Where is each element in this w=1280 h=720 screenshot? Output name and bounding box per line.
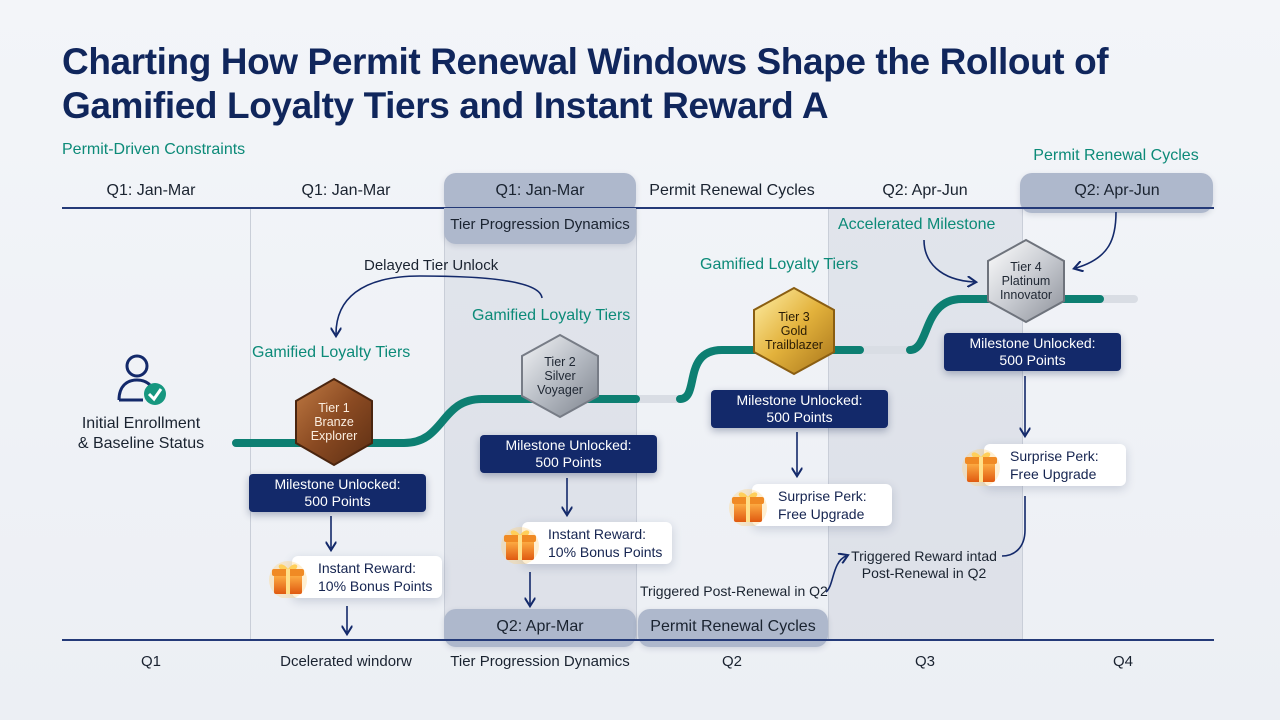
page-title: Charting How Permit Renewal Windows Shap… <box>62 41 1109 126</box>
enrollment-line1: Initial Enrollment <box>81 415 201 432</box>
tier-3-line3: Trailblazer <box>765 338 823 352</box>
top-axis-line <box>62 207 1214 209</box>
user-check-icon <box>117 354 166 405</box>
tier-4-badge: Tier 4 Platinum Innovator <box>986 238 1066 324</box>
milestone-1-line2: 500 Points <box>304 493 371 509</box>
tier-1-line3: Explorer <box>310 429 358 443</box>
gift-icon <box>962 449 1000 486</box>
bottom-axis-label-4: Q2 <box>721 653 743 670</box>
tier-2-line3: Voyager <box>537 383 583 397</box>
permit-renewal-cycles-label: Permit Renewal Cycles <box>1033 147 1199 164</box>
delayed-unlock-arrow <box>336 275 543 334</box>
bottom-axis-label-6: Q4 <box>1112 653 1134 670</box>
reward-3-line1: Surprise Perk: <box>778 488 867 504</box>
reward-box-2: Instant Reward: 10% Bonus Points <box>522 522 672 564</box>
milestone-4-line1: Milestone Unlocked: <box>969 335 1096 351</box>
milestone-3-line1: Milestone Unlocked: <box>736 392 863 408</box>
bottom-axis-label-3: Tier Progression Dynamics <box>450 653 630 670</box>
top-axis-label-4: Permit Renewal Cycles <box>649 182 815 199</box>
milestone-3-line2: 500 Points <box>766 409 833 425</box>
band-q1-highlight <box>444 208 636 640</box>
triggered-arrow-left <box>825 556 846 593</box>
reward-4-line2: Free Upgrade <box>1010 466 1097 482</box>
top-pill-q1 <box>444 173 636 213</box>
triggered-post-renewal-label: Triggered Post-Renewal in Q2 <box>640 583 828 599</box>
accelerated-arrow-right <box>1076 211 1117 268</box>
tier-1-line1: Tier 1 <box>318 401 350 415</box>
reward-box-4: Surprise Perk: Free Upgrade <box>984 444 1126 486</box>
top-axis-label-2: Q1: Jan-Mar <box>301 182 391 199</box>
divider-3 <box>636 208 637 640</box>
top-axis-label-6: Q2: Apr-Jun <box>1074 182 1160 199</box>
milestone-box-2: Milestone Unlocked: 500 Points <box>480 435 657 473</box>
milestone-box-1: Milestone Unlocked: 500 Points <box>249 474 426 512</box>
gamified-label-3: Gamified Loyalty Tiers <box>700 256 859 273</box>
reward-2-line1: Instant Reward: <box>548 526 647 542</box>
gamified-label-1: Gamified Loyalty Tiers <box>252 344 411 361</box>
milestone-2-line2: 500 Points <box>535 454 602 470</box>
bottom-axis-label-2: Dcelerated windorw <box>280 653 412 670</box>
bottom-pill-q2-label: Q2: Apr-Mar <box>496 618 584 635</box>
divider-5 <box>1022 208 1023 640</box>
top-pill-q2 <box>1020 173 1213 213</box>
reward-3-line2: Free Upgrade <box>778 506 865 522</box>
gift-icon <box>729 489 767 526</box>
top-axis-label-1: Q1: Jan-Mar <box>106 182 196 199</box>
tier-2-line2: Silver <box>544 369 576 383</box>
bottom-pill-permit-label: Permit Renewal Cycles <box>650 618 816 635</box>
permit-driven-label: Permit-Driven Constraints <box>62 141 246 158</box>
bottom-axis-line <box>62 639 1214 641</box>
bottom-axis-label-1: Q1 <box>140 653 162 670</box>
tier-3-badge: Tier 3 Gold Trailblazer <box>752 286 836 376</box>
tier-2-line1: Tier 2 <box>544 355 576 369</box>
gift-icon <box>269 561 307 598</box>
reward-4-line1: Surprise Perk: <box>1010 448 1099 464</box>
divider-1 <box>250 208 251 640</box>
tier-3-line2: Gold <box>780 324 808 338</box>
top-axis-label-5: Q2: Apr-Jun <box>882 182 968 199</box>
reward-2-line2: 10% Bonus Points <box>548 544 663 560</box>
triggered-arrow-right <box>1001 496 1026 557</box>
tier-3-line1: Tier 3 <box>778 310 810 324</box>
milestone-2-line1: Milestone Unlocked: <box>505 437 632 453</box>
bottom-axis-label-5: Q3 <box>914 653 936 670</box>
milestone-4-line2: 500 Points <box>999 352 1066 368</box>
reward-1-line1: Instant Reward: <box>318 560 417 576</box>
gamified-label-2: Gamified Loyalty Tiers <box>472 307 631 324</box>
delayed-tier-unlock-label: Delayed Tier Unlock <box>364 257 499 274</box>
tier-4-line1: Tier 4 <box>1010 260 1042 274</box>
tier-1-badge: Tier 1 Branze Explorer <box>294 377 374 467</box>
enrollment-line2: & Baseline Status <box>77 435 205 452</box>
tier-progression-label: Tier Progression Dynamics <box>450 216 630 233</box>
tier-4-line3: Innovator <box>999 288 1053 302</box>
tier-4-line2: Platinum <box>1001 274 1051 288</box>
milestone-box-4: Milestone Unlocked: 500 Points <box>944 333 1121 371</box>
top-axis-label-3: Q1: Jan-Mar <box>495 182 585 199</box>
tier-progression-pill <box>444 208 636 244</box>
accelerated-arrow-left <box>923 239 974 282</box>
gift-icon <box>501 527 539 564</box>
accelerated-milestone-label: Accelerated Milestone <box>838 216 996 233</box>
reward-1-line2: 10% Bonus Points <box>318 578 433 594</box>
tier-2-badge: Tier 2 Silver Voyager <box>520 333 600 419</box>
triggered-reward-line2: Post-Renewal in Q2 <box>861 565 987 581</box>
tier-1-line2: Branze <box>314 415 354 429</box>
milestone-1-line1: Milestone Unlocked: <box>274 476 401 492</box>
triggered-reward-line1: Triggered Reward intad <box>851 548 997 564</box>
milestone-box-3: Milestone Unlocked: 500 Points <box>711 390 888 428</box>
reward-box-3: Surprise Perk: Free Upgrade <box>752 484 892 526</box>
progress-path <box>232 295 1104 447</box>
reward-box-1: Instant Reward: 10% Bonus Points <box>292 556 442 598</box>
